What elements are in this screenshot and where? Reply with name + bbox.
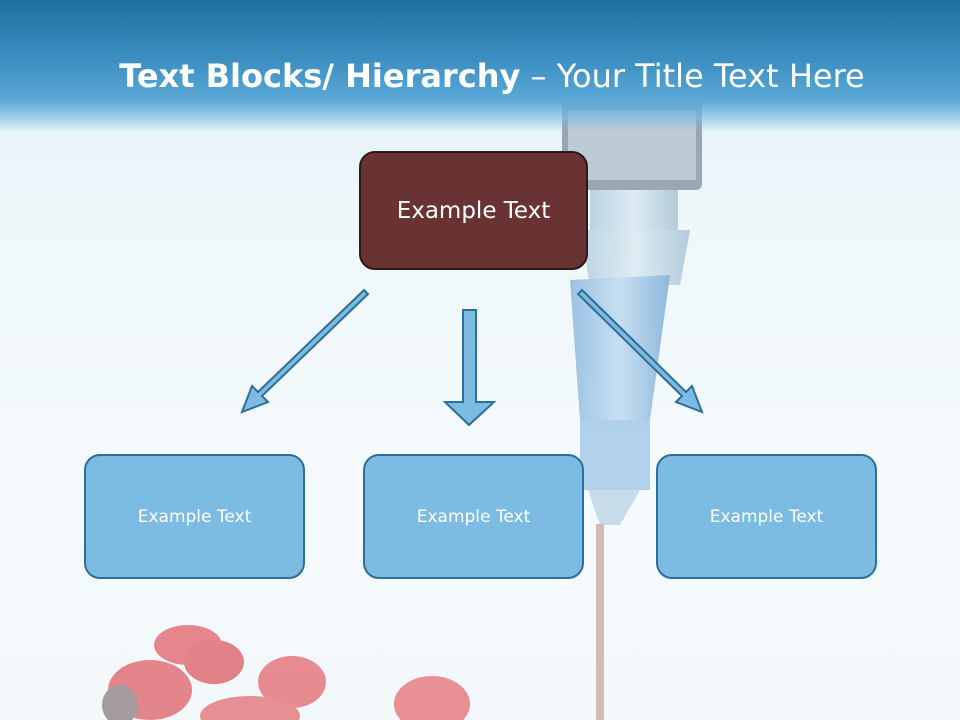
title-bold-text: Text Blocks/ Hierarchy: [119, 57, 521, 95]
arrow-left: [240, 288, 370, 414]
pills-image: [102, 625, 470, 720]
top-text-block[interactable]: Example Text: [359, 151, 588, 270]
title-bar: [0, 0, 960, 132]
arrow-right: [576, 288, 704, 414]
child-text-block-1[interactable]: Example Text: [84, 454, 305, 579]
title-rest-text: – Your Title Text Here: [520, 57, 865, 95]
slide-title: Text Blocks/ Hierarchy – Your Title Text…: [0, 52, 960, 100]
arrow-down: [442, 309, 497, 427]
child-text-block-2[interactable]: Example Text: [363, 454, 584, 579]
child-text-block-3[interactable]: Example Text: [656, 454, 877, 579]
